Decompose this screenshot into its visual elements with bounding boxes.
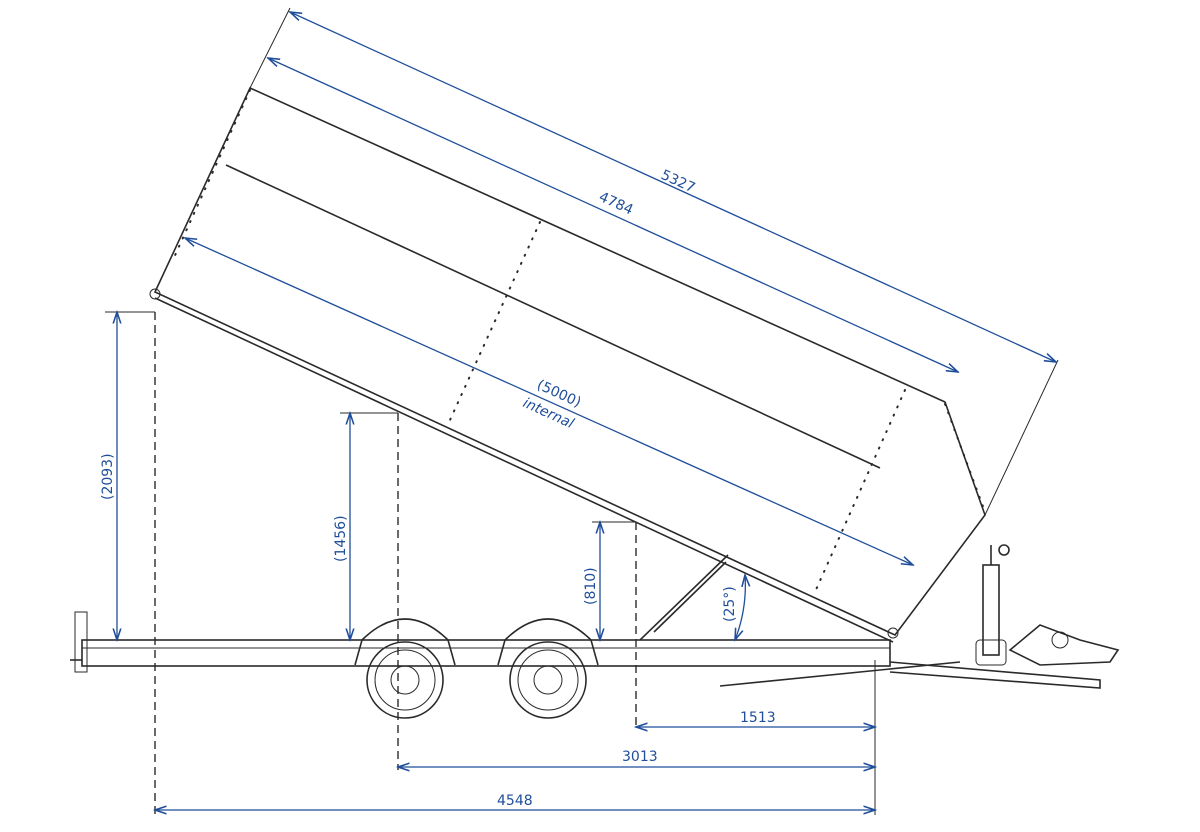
dim-1513: 1513: [740, 710, 776, 726]
dim-2093: (2093): [100, 453, 116, 500]
dim-5327: 5327: [658, 167, 697, 196]
hydraulic-ram: [639, 554, 729, 641]
extension-lines: [105, 7, 1059, 815]
dim-3013: 3013: [622, 749, 658, 765]
axle-assembly: [354, 618, 599, 719]
wheel-rear: [366, 641, 444, 719]
dimension-lines: [117, 12, 1056, 810]
wheel-front: [509, 641, 587, 719]
dim-4784: 4784: [596, 189, 635, 218]
dim-810: (810): [583, 567, 599, 605]
chassis: [70, 611, 1120, 689]
dim-4548: 4548: [497, 793, 533, 809]
tipping-body: [149, 86, 986, 643]
dim-25-degrees: (25°): [722, 586, 738, 622]
dim-1456: (1456): [333, 515, 349, 562]
jockey-wheel: [975, 544, 1010, 666]
